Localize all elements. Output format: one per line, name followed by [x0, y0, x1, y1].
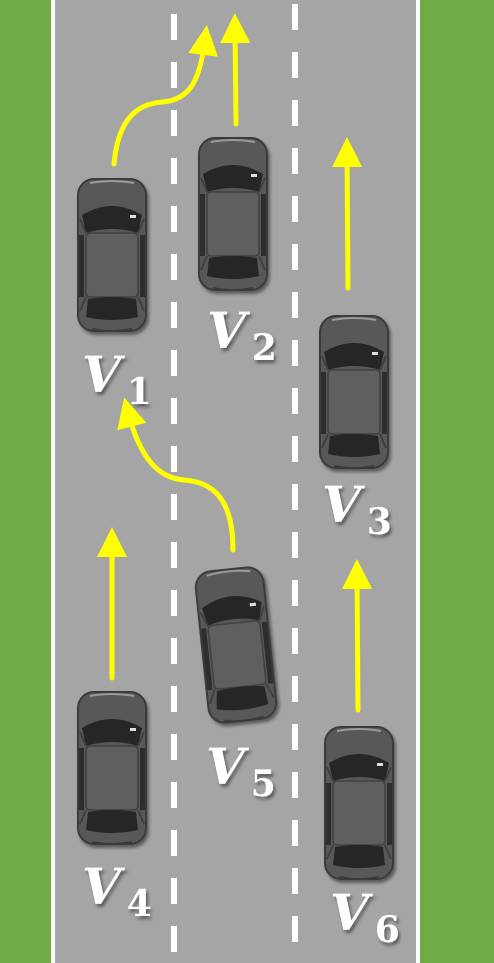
vehicle-v1-car — [77, 178, 147, 332]
v5-lane-change-arrow — [117, 397, 236, 553]
vehicle-v3-car — [319, 315, 389, 469]
vehicle-v2-car — [198, 137, 268, 291]
vehicle-v5-car — [193, 564, 279, 726]
left-grass — [0, 0, 52, 963]
vehicle-v6-car — [324, 726, 394, 880]
v2-straight-arrow — [220, 13, 251, 127]
v6-straight-arrow — [342, 559, 373, 713]
v3-straight-arrow — [332, 137, 363, 291]
vehicle-v4-car — [77, 691, 147, 845]
v1-lane-change-arrow — [111, 25, 219, 167]
right-grass — [420, 0, 494, 963]
